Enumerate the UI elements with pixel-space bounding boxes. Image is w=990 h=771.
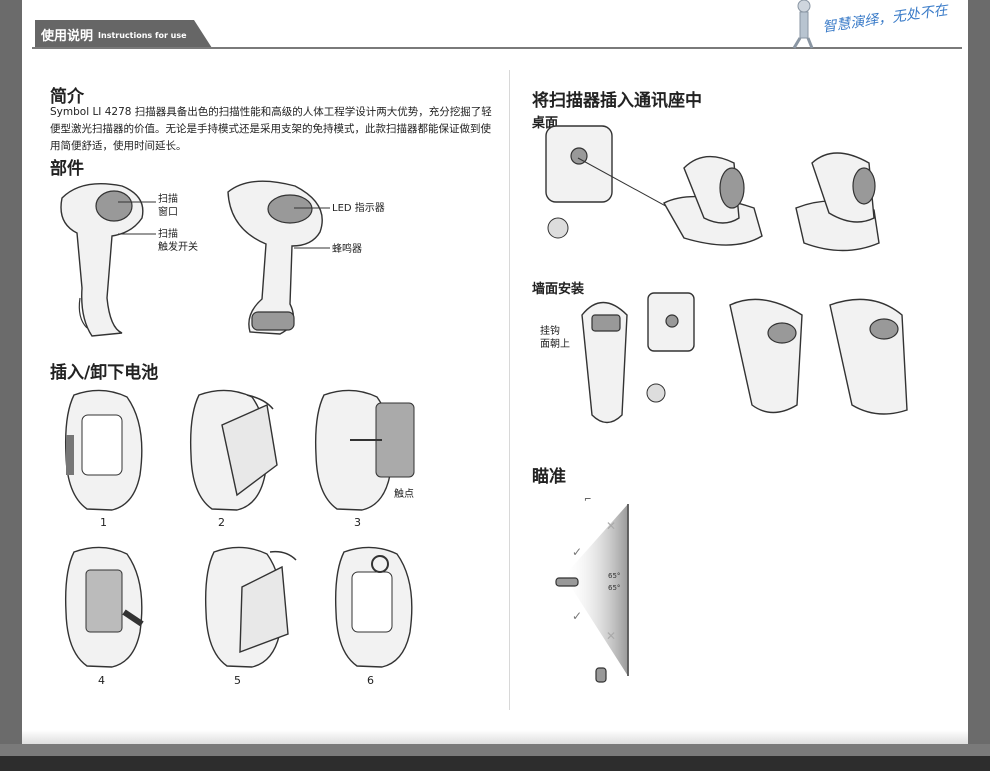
scanner-icon-center (555, 577, 579, 587)
battery-step-4-illustration (64, 546, 144, 668)
check-icon-lower: ✓ (572, 609, 582, 623)
wall-mount-illustration (581, 292, 908, 424)
label-hook-up: 挂钩面朝上 (540, 326, 570, 350)
aiming-diagram: ⌐ ✓ ✓ ✕ ✕ 65° 65° (555, 495, 629, 683)
scanner-top-illustration (227, 180, 323, 335)
scanner-icon-top: ⌐ (584, 495, 592, 505)
check-icon-upper: ✓ (572, 545, 582, 559)
cross-icon-bottom: ✕ (606, 629, 616, 643)
page-bottom-band (0, 756, 990, 771)
header-rule (32, 47, 962, 49)
label-beeper: 蜂鸣器 (332, 244, 362, 255)
aim-title: 瞄准 (532, 467, 566, 487)
step-number-1: 1 (100, 516, 107, 529)
scanner-icon-bottom (595, 667, 607, 683)
battery-step-3-illustration (314, 389, 415, 511)
column-divider (509, 70, 510, 710)
tab-title: 使用说明 (41, 28, 94, 44)
step-number-5: 5 (234, 674, 241, 687)
intro-text: Symbol LI 4278 扫描器具备出色的扫描性能和高级的人体工程学设计两大… (50, 106, 492, 152)
sheet-bottom-shadow (22, 730, 968, 744)
slogan: 智慧演绎，无处不在 (821, 2, 949, 36)
step-number-4: 4 (98, 674, 105, 687)
step-number-6: 6 (367, 674, 374, 687)
angle-label-top: 65° (608, 572, 620, 580)
step-number-2: 2 (218, 516, 225, 529)
wall-mount-label: 墙面安装 (532, 282, 585, 297)
label-trigger: 扫描触发开关 (158, 229, 198, 253)
battery-step-1-illustration (64, 389, 143, 511)
angle-label-bottom: 65° (608, 584, 620, 592)
led-leader-lines (294, 207, 330, 249)
parts-title: 部件 (50, 159, 84, 179)
tab-subtitle: Instructions for use (98, 31, 187, 40)
manual-sheet: 使用说明 Instructions for use 智慧演绎，无处不在 简介 S… (22, 0, 968, 744)
mascot-icon (792, 0, 814, 49)
part-leader-lines (118, 201, 156, 235)
intro-title: 简介 (50, 87, 84, 107)
label-contacts: 触点 (394, 489, 414, 500)
battery-step-2-illustration (189, 389, 278, 511)
battery-step-6-illustration (334, 546, 413, 668)
label-scan-window: 扫描窗口 (158, 194, 178, 218)
battery-title: 插入/卸下电池 (50, 363, 159, 383)
label-led: LED 指示器 (332, 203, 385, 214)
scanner-front-illustration (60, 183, 144, 337)
cradle-title: 将扫描器插入通讯座中 (532, 91, 702, 111)
step-number-3: 3 (354, 516, 361, 529)
battery-step-5-illustration (204, 546, 297, 668)
cross-icon-top: ✕ (606, 519, 616, 533)
desktop-cradle-illustration (545, 125, 880, 252)
header-tab: 使用说明 Instructions for use (32, 20, 212, 48)
page-gap (0, 744, 990, 756)
